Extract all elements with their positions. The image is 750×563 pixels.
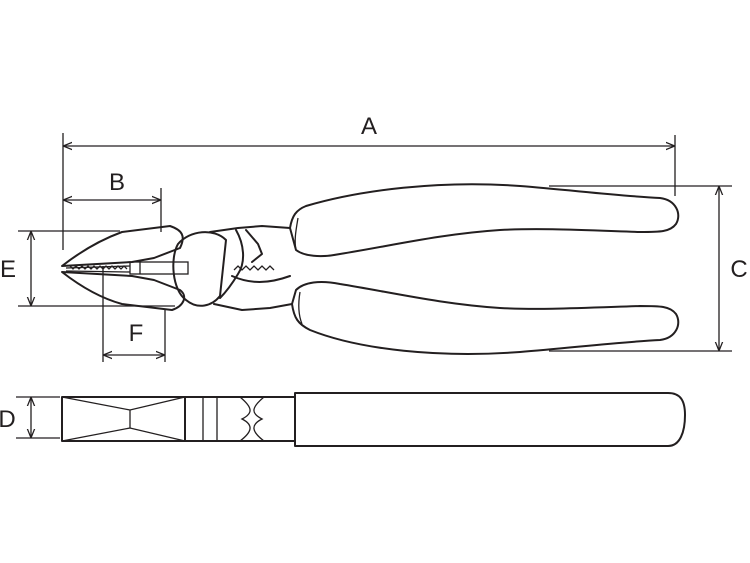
pliers-top-view [61,392,686,447]
pivot-joint [172,231,227,307]
label-c: C [730,256,747,283]
label-e: E [0,256,16,283]
top-view-handle [294,392,686,447]
label-a: A [361,113,377,140]
pliers-side-view [61,183,680,355]
jaw-teeth [65,265,131,273]
crimp-teeth [233,265,275,271]
label-d: D [0,406,16,433]
extension-lines [16,133,732,439]
label-f: F [129,320,144,347]
lower-jaw [61,271,186,311]
lower-handle [291,281,680,355]
top-view-pivot [184,396,296,442]
upper-handle [289,183,680,258]
label-b: B [109,169,125,196]
upper-jaw [61,225,184,267]
top-view-jaw [61,396,186,442]
cutter-slot [129,261,189,275]
